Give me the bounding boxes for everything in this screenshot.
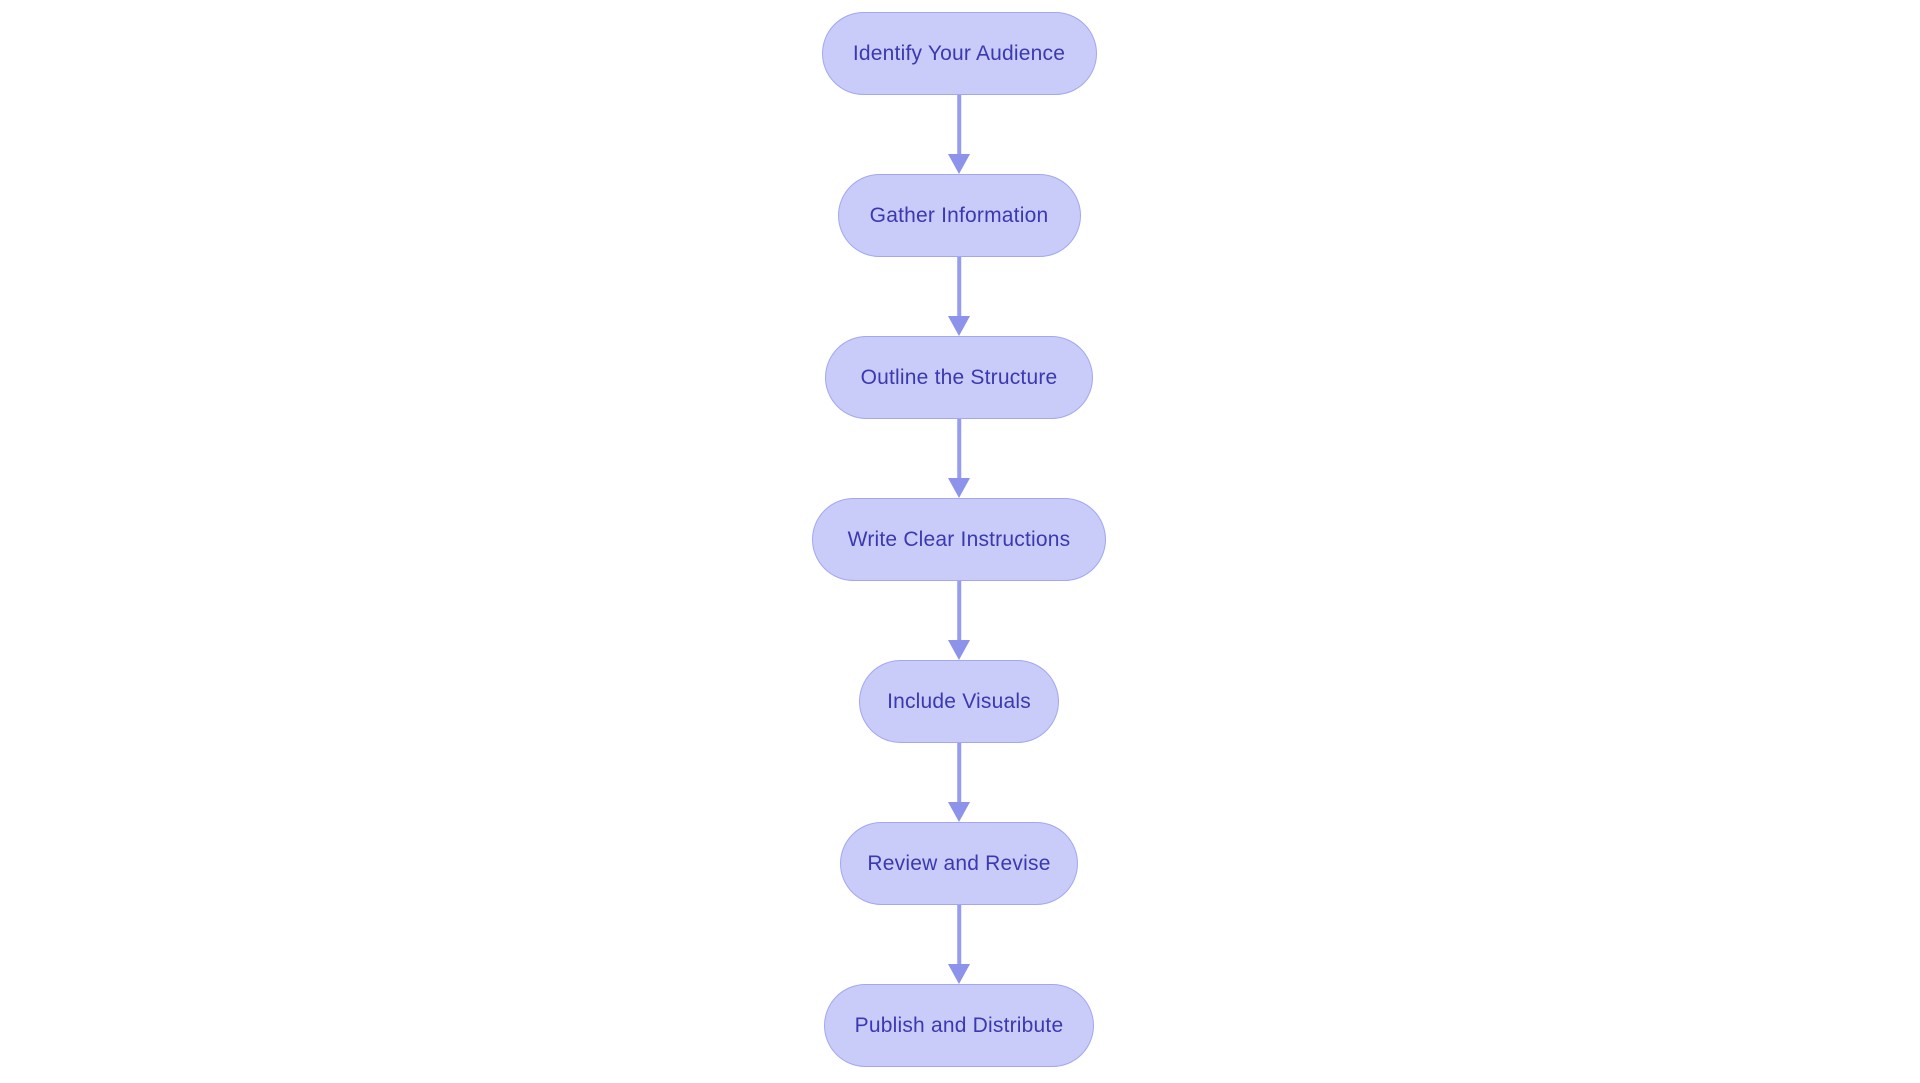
- flow-node: Outline the Structure: [825, 336, 1093, 419]
- flow-arrow: [947, 95, 971, 174]
- flow-node: Write Clear Instructions: [812, 498, 1106, 581]
- arrow-head-icon: [948, 640, 970, 660]
- flow-node-label: Outline the Structure: [860, 365, 1058, 389]
- arrow-head-icon: [948, 154, 970, 174]
- flow-node-label: Review and Revise: [867, 851, 1051, 875]
- flow-node: Gather Information: [837, 174, 1081, 257]
- flowchart: Identify Your Audience Gather Informatio…: [812, 12, 1106, 1067]
- flow-arrow: [947, 419, 971, 498]
- arrow-line: [957, 905, 961, 967]
- arrow-head-icon: [948, 802, 970, 822]
- flow-arrow: [947, 905, 971, 984]
- flow-node: Publish and Distribute: [824, 984, 1094, 1067]
- flow-node: Identify Your Audience: [821, 12, 1097, 95]
- flow-arrow: [947, 257, 971, 336]
- arrow-head-icon: [948, 964, 970, 984]
- flow-arrow: [947, 581, 971, 660]
- flow-node-label: Gather Information: [869, 203, 1049, 227]
- flow-node-label: Publish and Distribute: [854, 1013, 1064, 1037]
- flow-node: Include Visuals: [859, 660, 1059, 743]
- arrow-head-icon: [948, 478, 970, 498]
- arrow-line: [957, 95, 961, 157]
- arrow-head-icon: [948, 316, 970, 336]
- arrow-line: [957, 257, 961, 319]
- flow-arrow: [947, 743, 971, 822]
- arrow-line: [957, 743, 961, 805]
- flow-node-label: Write Clear Instructions: [847, 527, 1071, 551]
- flow-node: Review and Revise: [840, 822, 1078, 905]
- flow-node-label: Include Visuals: [887, 689, 1031, 713]
- arrow-line: [957, 581, 961, 643]
- arrow-line: [957, 419, 961, 481]
- flow-node-label: Identify Your Audience: [852, 41, 1066, 65]
